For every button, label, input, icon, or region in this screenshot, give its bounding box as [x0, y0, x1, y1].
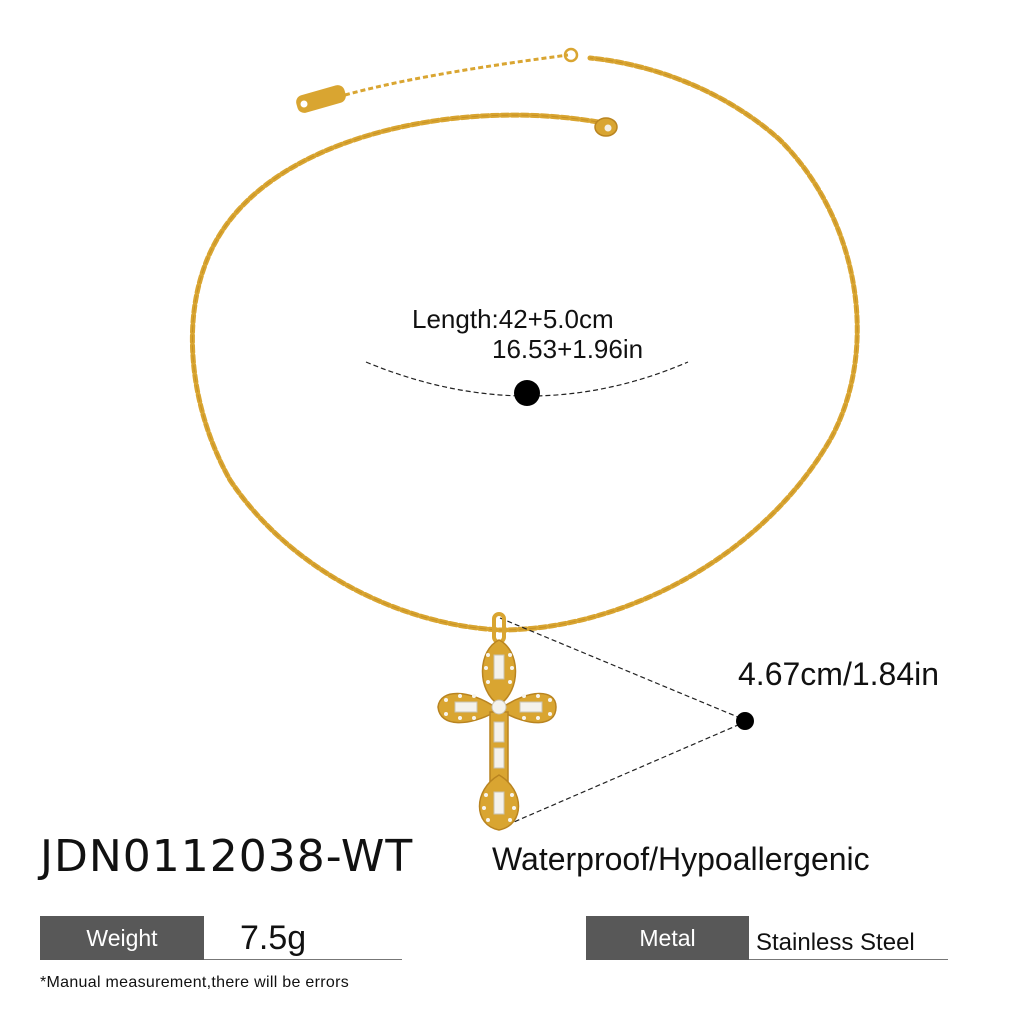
extender-chain	[344, 53, 569, 97]
spec-weight-value: 7.5g	[240, 919, 307, 957]
spec-metal: Metal Stainless Steel	[586, 916, 948, 960]
measurement-disclaimer: *Manual measurement,there will be errors	[40, 974, 350, 991]
pendant-size-label: 4.67cm/1.84in	[738, 656, 940, 692]
spec-metal-value: Stainless Steel	[756, 929, 915, 956]
spec-weight-label: Weight	[40, 916, 204, 960]
product-sku: JDN0112038-WT	[40, 831, 414, 882]
length-in-label: 16.53+1.96in	[492, 334, 644, 364]
spec-metal-label: Metal	[586, 916, 749, 960]
pendant-dot	[736, 712, 754, 730]
cross-pendant	[437, 612, 557, 831]
extender-tag	[296, 85, 346, 113]
spec-weight: Weight 7.5g	[40, 916, 402, 960]
spec-weight-underline	[204, 959, 402, 960]
length-dot	[514, 380, 540, 406]
lobster-clasp	[594, 117, 618, 137]
length-cm-label: Length:42+5.0cm	[412, 304, 614, 334]
product-feature: Waterproof/Hypoallergenic	[492, 841, 870, 877]
spec-metal-underline	[749, 959, 948, 960]
